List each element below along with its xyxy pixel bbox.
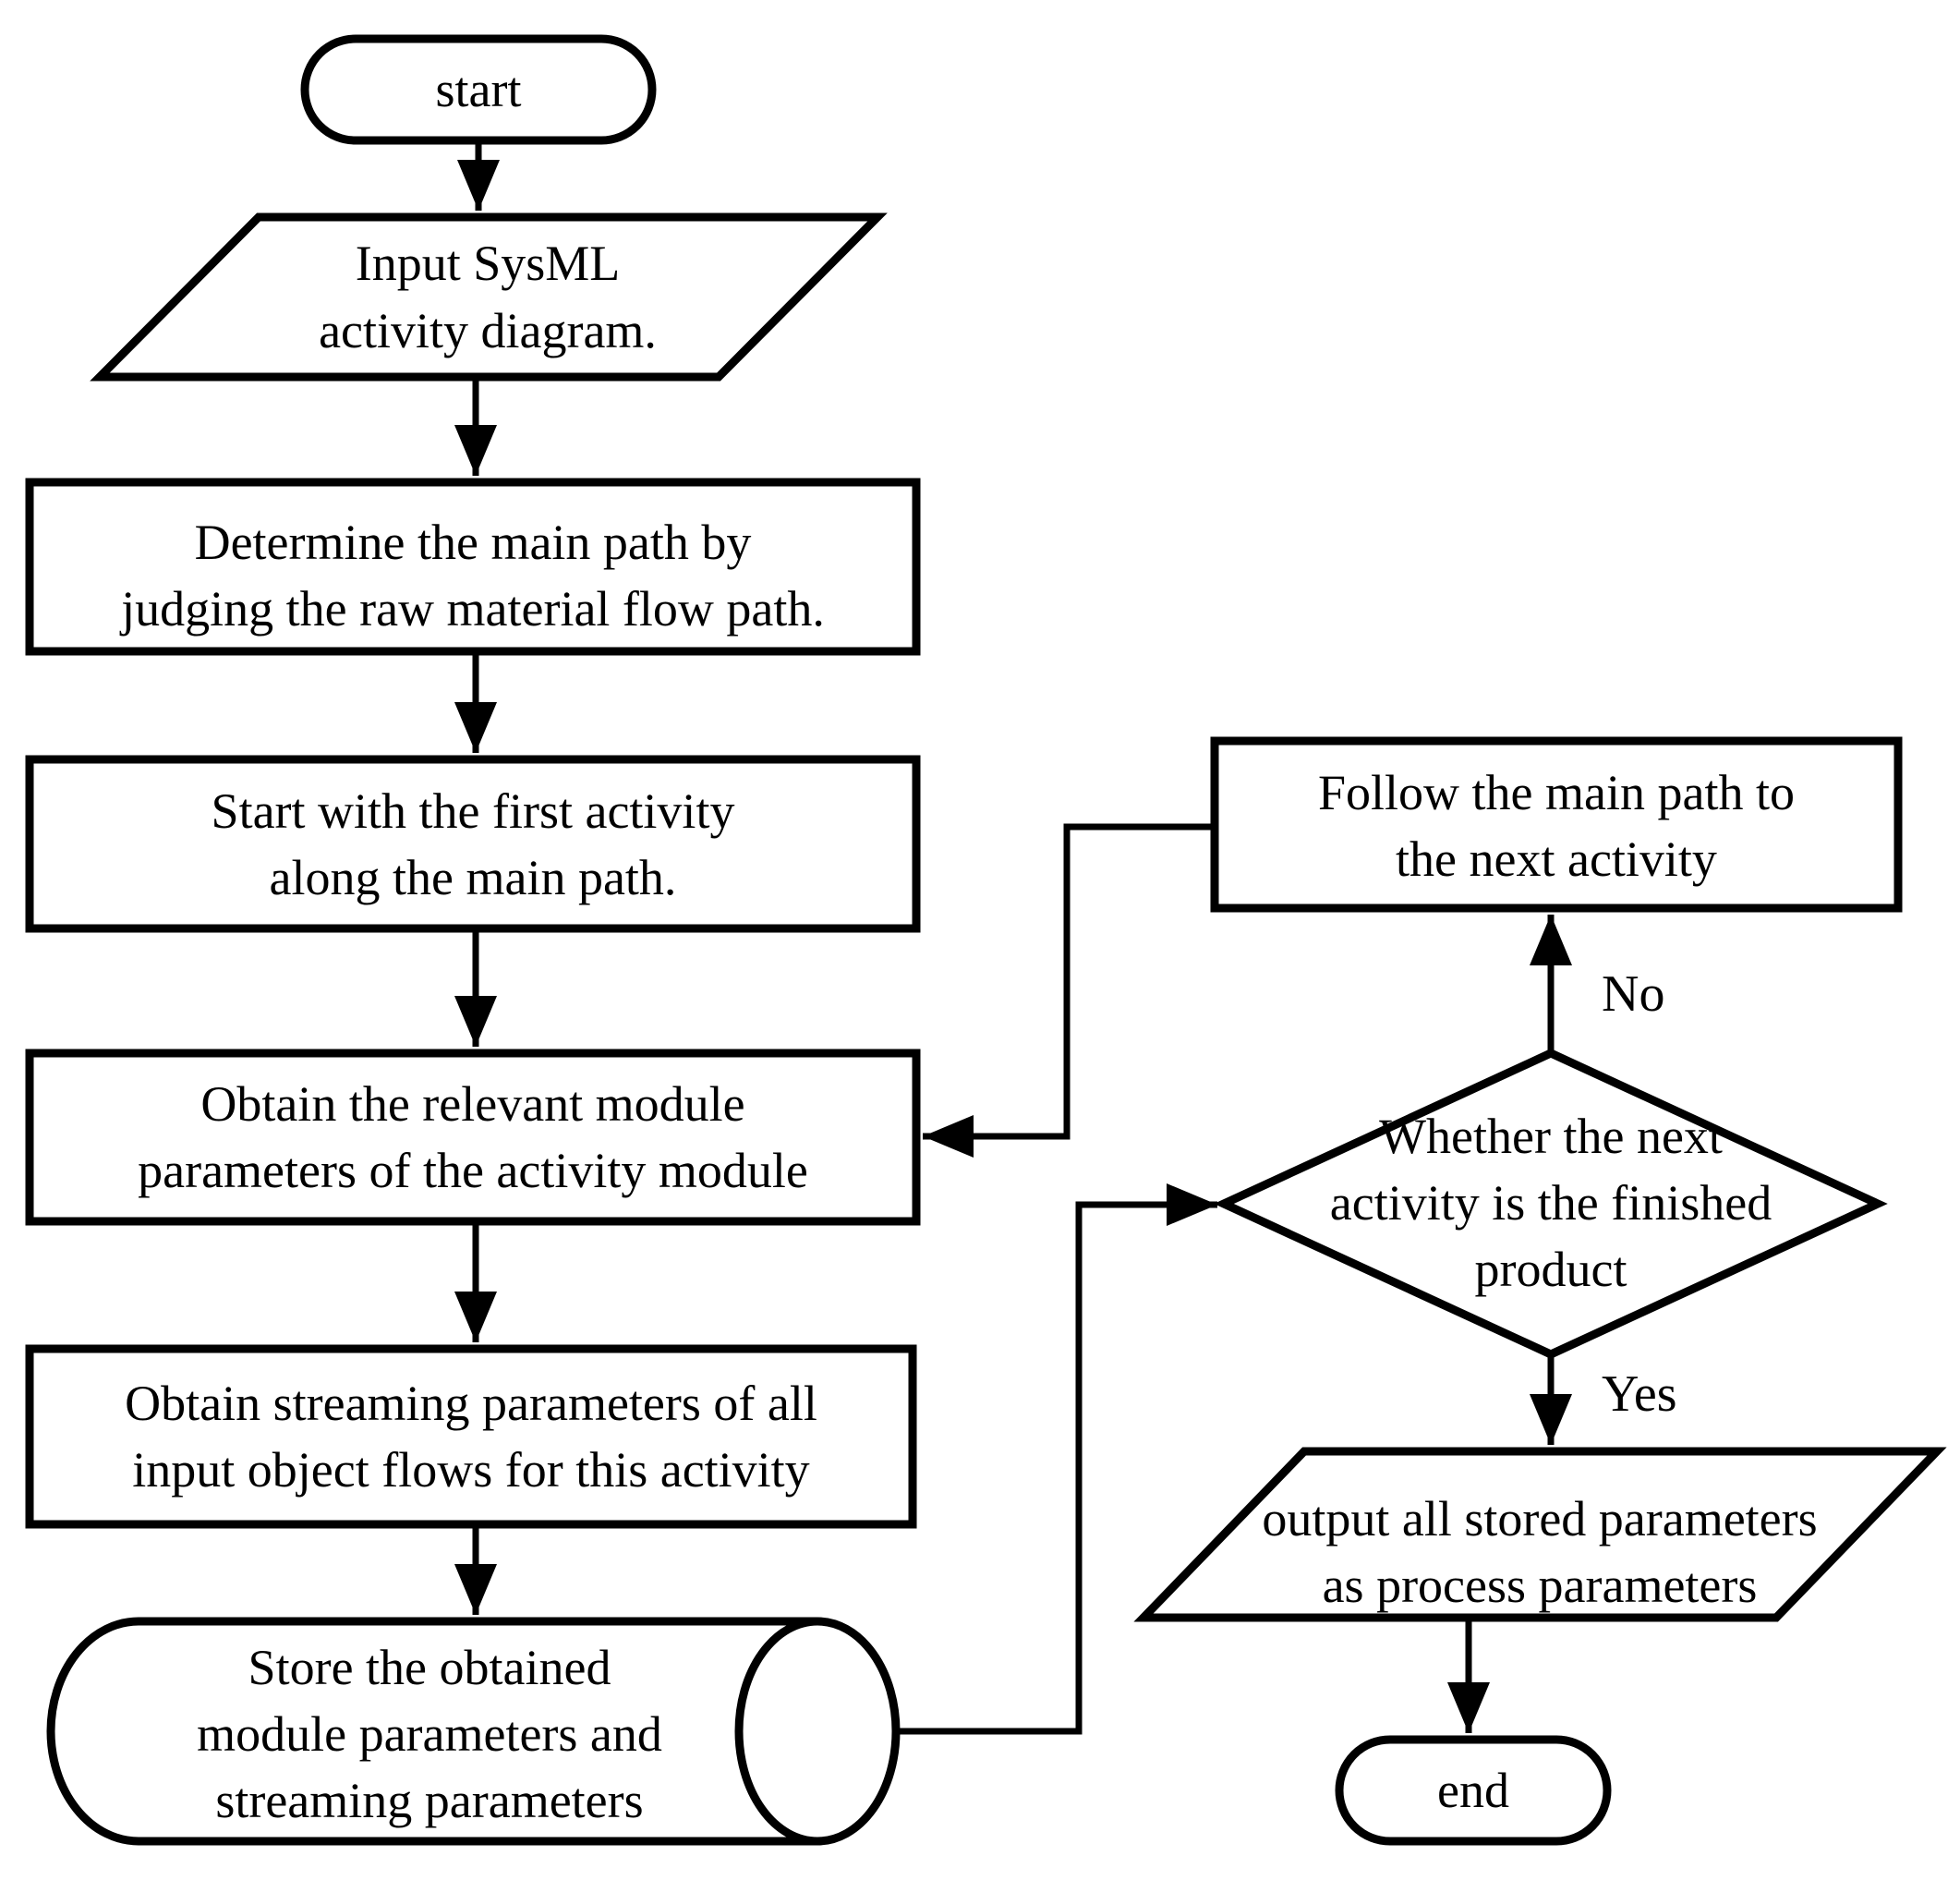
node-label-line: Obtain streaming parameters of all — [125, 1376, 817, 1431]
node-label-line: start — [436, 62, 522, 117]
store-cylinder-body — [46, 1617, 817, 1846]
node-label-line: activity diagram. — [319, 303, 657, 358]
node-label-line: Start with the first activity — [212, 783, 735, 839]
node-label-line: the next activity — [1396, 831, 1717, 887]
node-label-line: along the main path. — [270, 850, 677, 905]
node-label-line: output all stored parameters — [1262, 1491, 1817, 1546]
node-label-line: Obtain the relevant module — [200, 1076, 744, 1132]
node-start: start — [300, 34, 657, 145]
no-branch-label: No — [1602, 965, 1664, 1023]
node-label-line: judging the raw material flow path. — [119, 581, 825, 637]
follow-process-shape — [1210, 736, 1903, 913]
determine-process-shape — [25, 478, 921, 656]
node-label-line: streaming parameters — [215, 1773, 643, 1828]
node-store-params: Store the obtained module parameters and… — [46, 1617, 901, 1846]
start-terminator-shape — [300, 34, 657, 145]
module-params-process-shape — [25, 1049, 921, 1226]
streaming-params-process-shape — [25, 1344, 917, 1529]
node-label-line: module parameters and — [197, 1706, 662, 1762]
input-parallelogram-shape — [90, 212, 888, 382]
node-label-line: end — [1437, 1763, 1509, 1818]
node-label-line: parameters of the activity module — [138, 1143, 808, 1198]
end-terminator-shape — [1335, 1735, 1612, 1846]
decision-diamond-shape — [1214, 1049, 1888, 1359]
node-label-line: Whether the next — [1379, 1109, 1723, 1164]
yes-branch-label: Yes — [1602, 1365, 1676, 1423]
node-label-line: Input SysML — [356, 236, 621, 291]
node-label-line: Determine the main path by — [195, 515, 752, 570]
output-parallelogram-shape — [1133, 1447, 1947, 1622]
node-label-line: activity is the finished — [1330, 1175, 1772, 1231]
edge-follow-to-module-params — [923, 823, 1215, 1158]
edges — [454, 142, 1572, 1735]
edge-store-to-decision — [896, 1183, 1217, 1735]
node-label-line: as process parameters — [1323, 1558, 1758, 1613]
node-label-line: input object flows for this activity — [132, 1442, 809, 1498]
node-follow-main-path: Follow the main path to the next activit… — [1210, 736, 1903, 913]
node-start-first-activity: Start with the first activity along the … — [25, 755, 921, 933]
first-activity-process-shape — [25, 755, 921, 933]
store-cylinder-cap — [734, 1617, 901, 1846]
node-determine-main-path: Determine the main path by judging the r… — [25, 478, 921, 656]
node-label-line: Store the obtained — [248, 1640, 611, 1695]
node-output-params: output all stored parameters as process … — [1133, 1447, 1947, 1622]
node-obtain-module-params: Obtain the relevant module parameters of… — [25, 1049, 921, 1226]
node-label-line: Follow the main path to — [1318, 765, 1795, 820]
node-decision-finished-product: Whether the next activity is the finishe… — [1214, 1049, 1888, 1359]
node-end: end — [1335, 1735, 1612, 1846]
node-label-line: product — [1475, 1242, 1627, 1297]
node-obtain-streaming-params: Obtain streaming parameters of all input… — [25, 1344, 917, 1529]
node-input-sysml: Input SysML activity diagram. — [90, 212, 888, 382]
